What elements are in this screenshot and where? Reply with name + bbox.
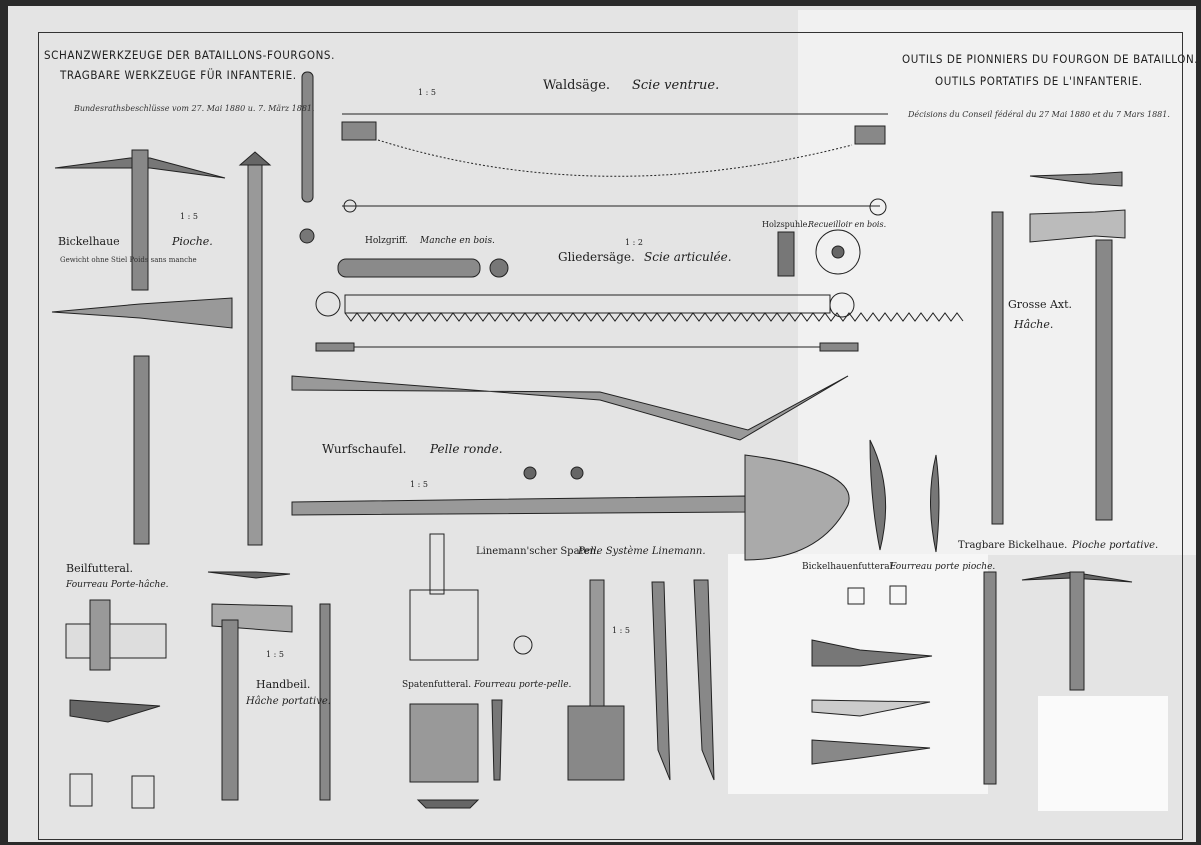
handle-drawing (301, 71, 314, 203)
paper-patch-blank (1038, 696, 1168, 811)
title-french-line2: OUTILS PORTATIFS DE L'INFANTERIE. (935, 74, 1143, 88)
scale-saw: 1 : 5 (418, 88, 436, 97)
label-shovel-fr: Pelle ronde. (430, 442, 503, 456)
label-pickaxe-de: Bickelhaue (58, 235, 120, 248)
label-hatchet-sheath-fr: Fourreau Porte-hâche. (66, 580, 169, 590)
note-pickaxe: Gewicht ohne Stiel Poids sans manche (60, 256, 197, 264)
label-shovel-de: Wurfschaufel. (322, 442, 407, 456)
label-large-axe-de: Grosse Axt. (1008, 298, 1073, 311)
label-hand-axe-de: Handbeil. (256, 678, 311, 691)
label-reel-de: Holzspuhle. (762, 220, 810, 229)
label-hatchet-sheath-de: Beilfutteral. (66, 562, 133, 575)
decree-german: Bundesrathsbeschlüsse vom 27. Mai 1880 u… (74, 104, 315, 113)
hand-axe-drawing (207, 571, 331, 801)
title-french-line1: OUTILS DE PIONNIERS DU FOURGON DE BATAIL… (902, 52, 1199, 66)
label-spade-sheath-fr: Fourreau porte-pelle. (474, 680, 572, 690)
label-grip-fr: Manche en bois. (420, 236, 495, 246)
label-pickaxe-sheath-fr: Fourreau porte pioche. (890, 562, 996, 572)
reel-drawing (777, 229, 861, 277)
label-reel-fr: Recueilloir en bois. (808, 220, 887, 229)
scale-pickaxe: 1 : 5 (180, 212, 198, 221)
linemann-spade-drawing (513, 579, 715, 781)
chain-saw-drawing (315, 291, 964, 352)
label-pickaxe-sheath-de: Bickelhauenfutteral. (802, 562, 896, 572)
label-spade-de: Linemann'scher Spaten. (476, 546, 600, 557)
label-portable-pickaxe-fr: Pioche portative. (1072, 540, 1159, 551)
spade-sheath-drawing (409, 533, 503, 809)
pickaxe-drawing (51, 149, 272, 546)
round-shovel-drawing (291, 375, 940, 561)
scale-hand-axe: 1 : 5 (266, 650, 284, 659)
decree-french: Décisions du Conseil fédéral du 27 Mai 1… (908, 110, 1170, 119)
pickaxe-sheath-drawing (811, 585, 933, 765)
label-grip-de: Holzgriff. (365, 236, 408, 246)
scale-spade: 1 : 5 (612, 626, 630, 635)
hatchet-sheath-drawing (65, 599, 167, 809)
label-hand-axe-fr: Hâche portative. (246, 696, 331, 707)
scale-shovel: 1 : 5 (410, 480, 428, 489)
label-pickaxe-fr: Pioche. (172, 235, 213, 248)
title-german-line2: TRAGBARE WERKZEUGE FÜR INFANTERIE. (60, 68, 297, 82)
label-bow-saw-de: Waldsäge. (543, 78, 611, 93)
label-chain-saw-fr: Scie articulée. (644, 250, 732, 264)
drawing-frame (38, 32, 1183, 840)
bow-saw-drawing (341, 113, 888, 216)
label-spade-fr: Pelle Système Linemann. (578, 546, 706, 557)
label-spade-sheath-de: Spatenfutteral. (402, 680, 472, 690)
label-bow-saw-fr: Scie ventrue. (632, 78, 720, 93)
portable-pickaxe-drawing (983, 571, 1133, 785)
scale-chain-saw: 1 : 2 (625, 238, 643, 247)
label-portable-pickaxe-de: Tragbare Bickelhaue. (958, 540, 1068, 551)
label-large-axe-fr: Hâche. (1014, 318, 1054, 331)
title-german-line1: SCHANZWERKZEUGE DER BATAILLONS-FOURGONS. (44, 48, 335, 62)
wooden-grip-drawing (337, 258, 509, 278)
label-chain-saw-de: Gliedersäge. (558, 250, 635, 264)
large-axe-drawing (991, 171, 1126, 525)
